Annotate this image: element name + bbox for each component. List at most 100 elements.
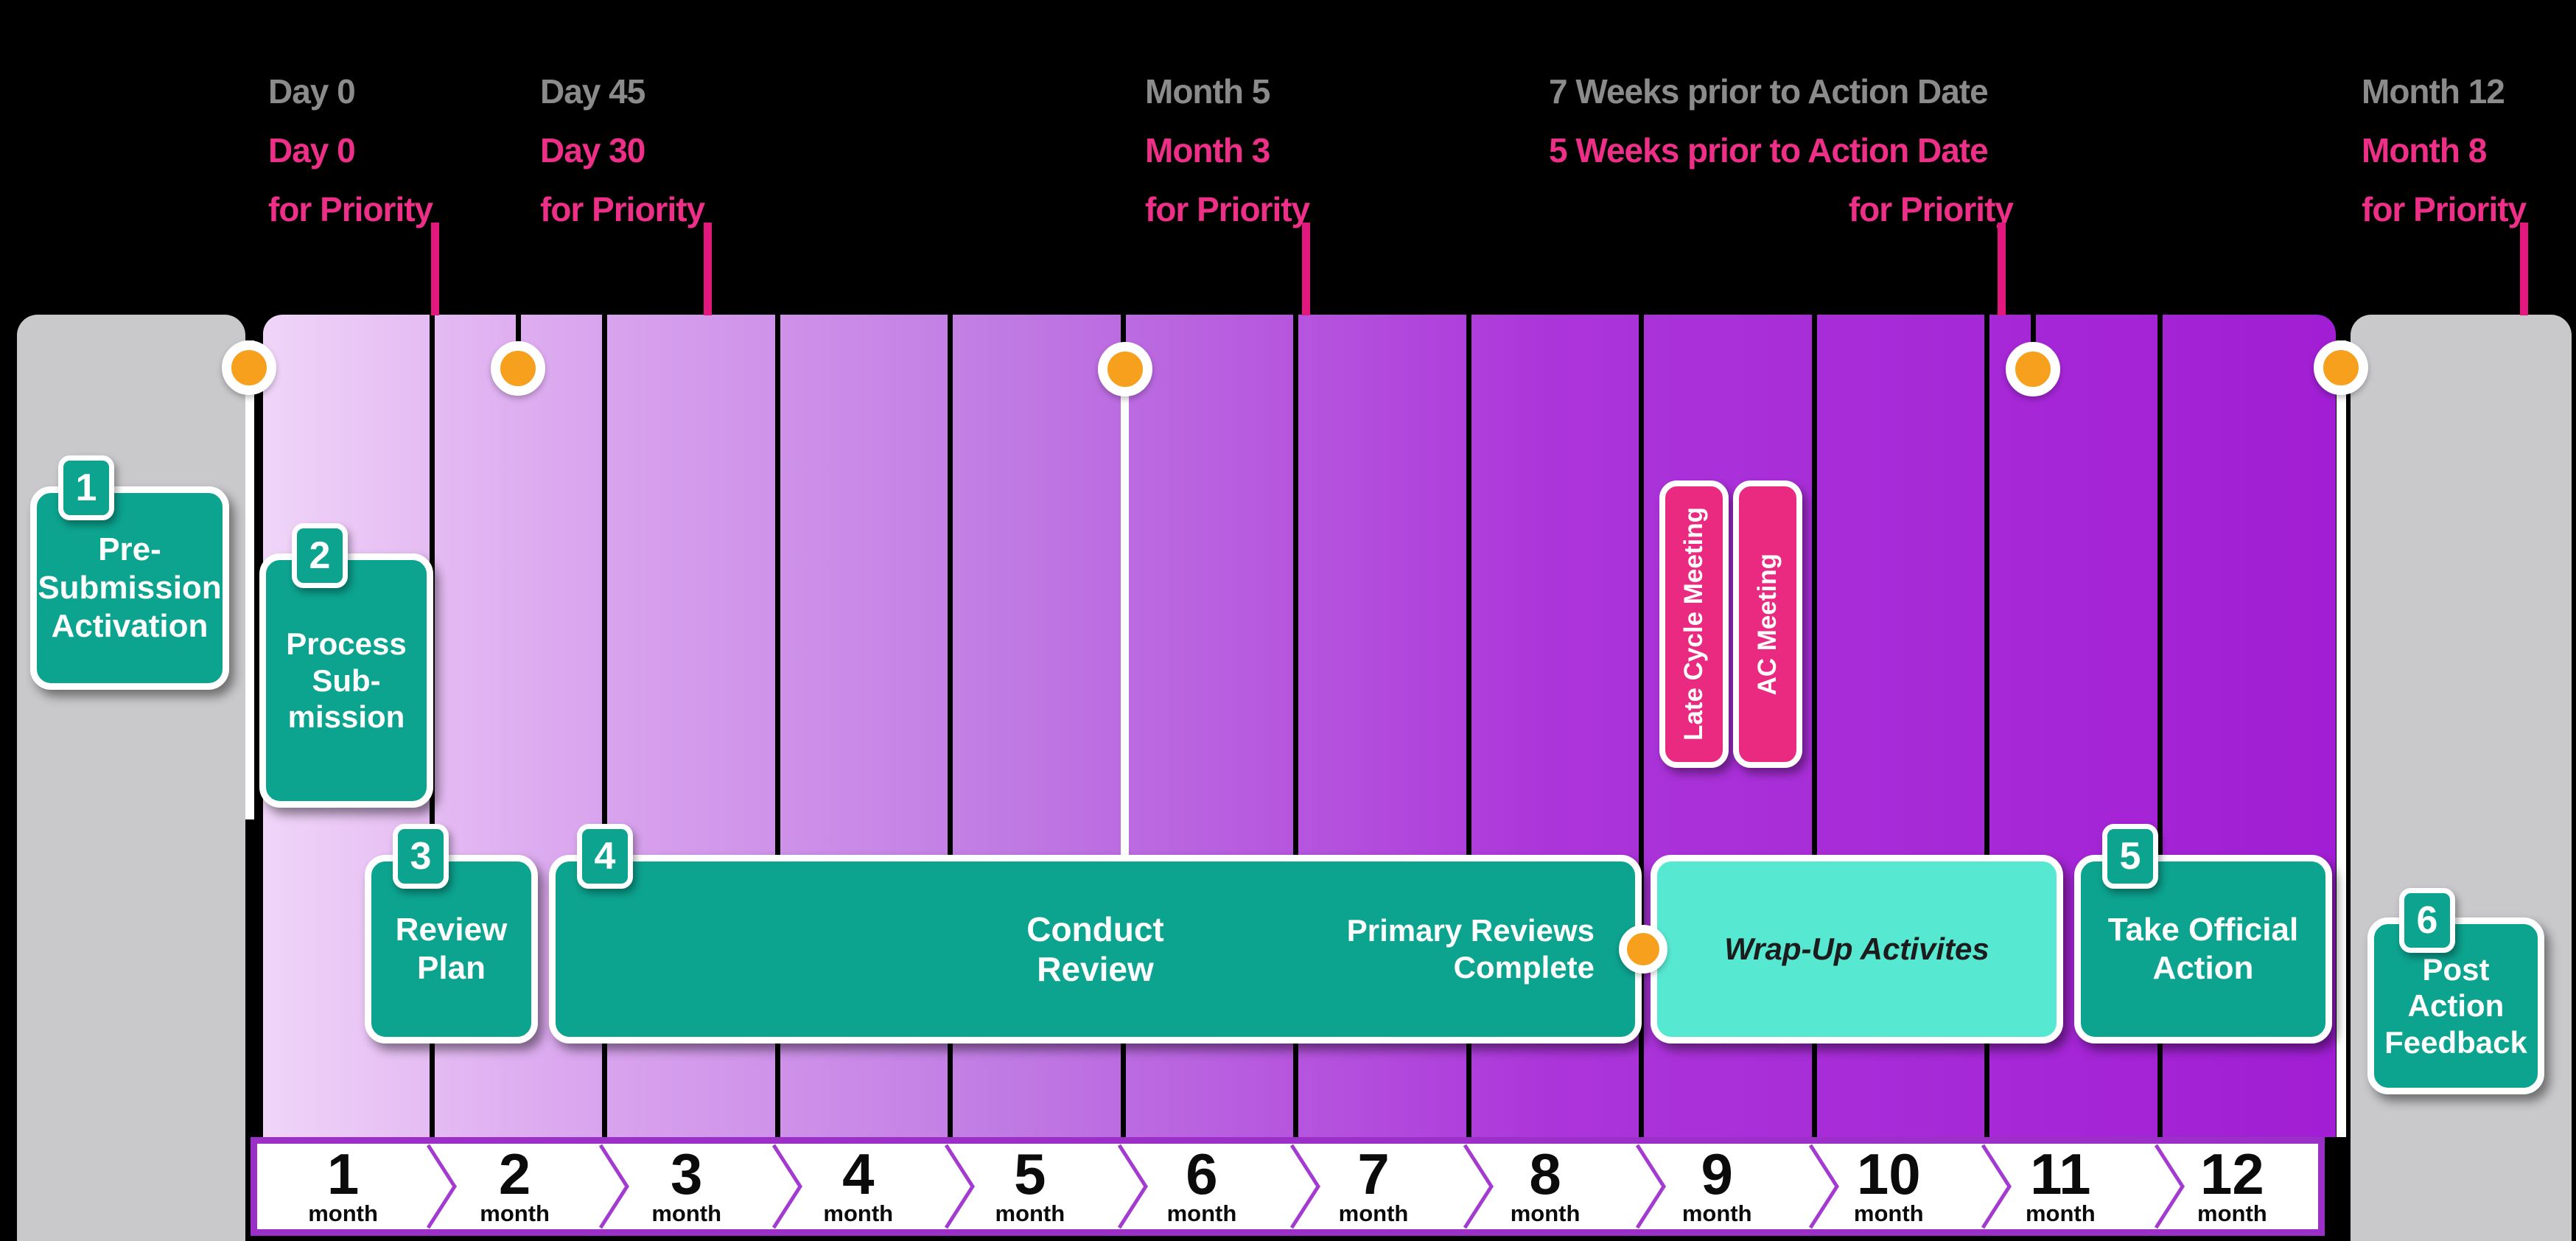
- month-separator-chevron: [1118, 1144, 1148, 1229]
- milestone-dropline: [2337, 340, 2346, 1137]
- annotation-7weeks: 7 Weeks prior to Action Date 5 Weeks pri…: [1549, 62, 2014, 239]
- milestone-stub: [2031, 315, 2036, 349]
- annotation-priority: Month 3: [1145, 131, 1270, 169]
- month-boundary-line: [1293, 315, 1298, 1137]
- annotation-priority: Month 8: [2362, 131, 2487, 169]
- stage-number-badge: 2: [292, 523, 348, 588]
- milestone-stub: [516, 315, 521, 349]
- month-unit: month: [651, 1200, 722, 1226]
- annotation-connector: [2520, 223, 2528, 315]
- stage-number-badge: 1: [58, 455, 114, 520]
- month-number: 9: [1701, 1141, 1733, 1206]
- stage-label: Process Sub- mission: [286, 626, 407, 735]
- month-separator-chevron: [1809, 1144, 1839, 1229]
- month-separator-chevron: [2155, 1144, 2185, 1229]
- stage-label: Post Action Feedback: [2384, 951, 2527, 1060]
- month-number: 1: [326, 1141, 360, 1206]
- stage-number-badge: 6: [2399, 888, 2455, 953]
- month-number: 12: [2200, 1141, 2264, 1206]
- month-boundary-line: [602, 315, 607, 1137]
- stage-number-badge: 4: [577, 824, 633, 889]
- month-boundary-line: [775, 315, 780, 1137]
- month-number: 6: [1186, 1141, 1218, 1206]
- month-boundary-line: [1466, 315, 1471, 1137]
- month-boundary-line: [2157, 315, 2163, 1137]
- annotation-connector: [431, 223, 439, 315]
- annotation-standard: Month 12: [2362, 72, 2505, 111]
- month-separator-chevron: [945, 1144, 975, 1229]
- ac-meeting-box: AC Meeting: [1733, 480, 1802, 768]
- month-unit: month: [2025, 1200, 2096, 1226]
- month-boundary-line: [1984, 315, 1989, 1137]
- stage-review-plan: Review Plan: [365, 855, 538, 1044]
- annotation-day45: Day 45 Day 30 for Priority: [540, 62, 724, 239]
- month-unit: month: [1338, 1200, 1409, 1226]
- stage-label: Take Official Action: [2107, 912, 2299, 986]
- milestone-dot-month5: [1098, 342, 1152, 396]
- annotation-standard: Day 45: [540, 72, 645, 111]
- meeting-label: AC Meeting: [1753, 553, 1782, 696]
- milestone-dot-month12: [2314, 340, 2368, 395]
- milestone-dot-primary-reviews-complete: [1619, 925, 1667, 973]
- stage-post-action-feedback: Post Action Feedback: [2367, 917, 2544, 1094]
- milestone-dot-7weeks: [2006, 342, 2060, 396]
- month-separator-chevron: [599, 1144, 629, 1229]
- primary-reviews-complete-note: Primary Reviews Complete: [1347, 861, 1595, 1037]
- annotation-suffix: for Priority: [1145, 190, 1310, 228]
- annotation-priority: 5 Weeks prior to Action Date: [1549, 131, 1989, 169]
- annotation-connector: [704, 223, 712, 315]
- month-boundary-line: [948, 315, 953, 1137]
- month-unit: month: [308, 1200, 378, 1226]
- month-separator-chevron: [1981, 1144, 2012, 1229]
- post-timeline-panel: [2351, 315, 2572, 1241]
- annotation-standard: Month 5: [1145, 72, 1270, 111]
- stage-number-badge: 5: [2102, 824, 2158, 889]
- milestone-dropline: [245, 340, 254, 819]
- annotation-day0: Day 0 Day 0 for Priority: [268, 62, 452, 239]
- annotation-suffix: for Priority: [2362, 190, 2527, 228]
- annotation-month5: Month 5 Month 3 for Priority: [1145, 62, 1322, 239]
- annotation-standard: Day 0: [268, 72, 356, 111]
- annotation-suffix: for Priority: [1848, 190, 2014, 228]
- stage-conduct-review: Conduct Review Primary Reviews Complete: [549, 855, 1642, 1044]
- month-number: 8: [1529, 1141, 1561, 1206]
- stage-process-submission: Process Sub- mission: [259, 553, 433, 808]
- month-separator-chevron: [772, 1144, 802, 1229]
- month-unit: month: [823, 1200, 894, 1226]
- annotation-connector: [1998, 223, 2006, 315]
- month-separator-chevron: [1636, 1144, 1666, 1229]
- annotation-connector: [1302, 223, 1310, 315]
- stage-take-official-action: Take Official Action: [2074, 855, 2332, 1044]
- stage-label: Conduct Review: [1026, 909, 1164, 988]
- month-separator-chevron: [427, 1144, 457, 1229]
- note-label: Primary Reviews Complete: [1346, 913, 1595, 985]
- month-number: 11: [2030, 1141, 2091, 1206]
- milestone-dot-day0: [222, 340, 276, 395]
- month-separator-chevron: [1290, 1144, 1320, 1229]
- month-unit: month: [480, 1200, 550, 1226]
- annotation-standard: 7 Weeks prior to Action Date: [1549, 72, 1989, 111]
- pre-timeline-panel: [17, 315, 245, 1241]
- annotation-suffix: for Priority: [268, 190, 433, 228]
- month-boundary-line: [1812, 315, 1817, 1137]
- month-unit: month: [995, 1200, 1065, 1226]
- stage-number-badge: 3: [393, 824, 449, 889]
- stage-label: Wrap-Up Activites: [1724, 931, 1989, 967]
- annotation-month12: Month 12 Month 8 for Priority: [2362, 62, 2538, 239]
- milestone-dot-day45: [491, 341, 545, 396]
- month-unit: month: [1166, 1200, 1237, 1226]
- month-boundary-line: [1639, 315, 1644, 1137]
- annotation-priority: Day 0: [268, 131, 356, 169]
